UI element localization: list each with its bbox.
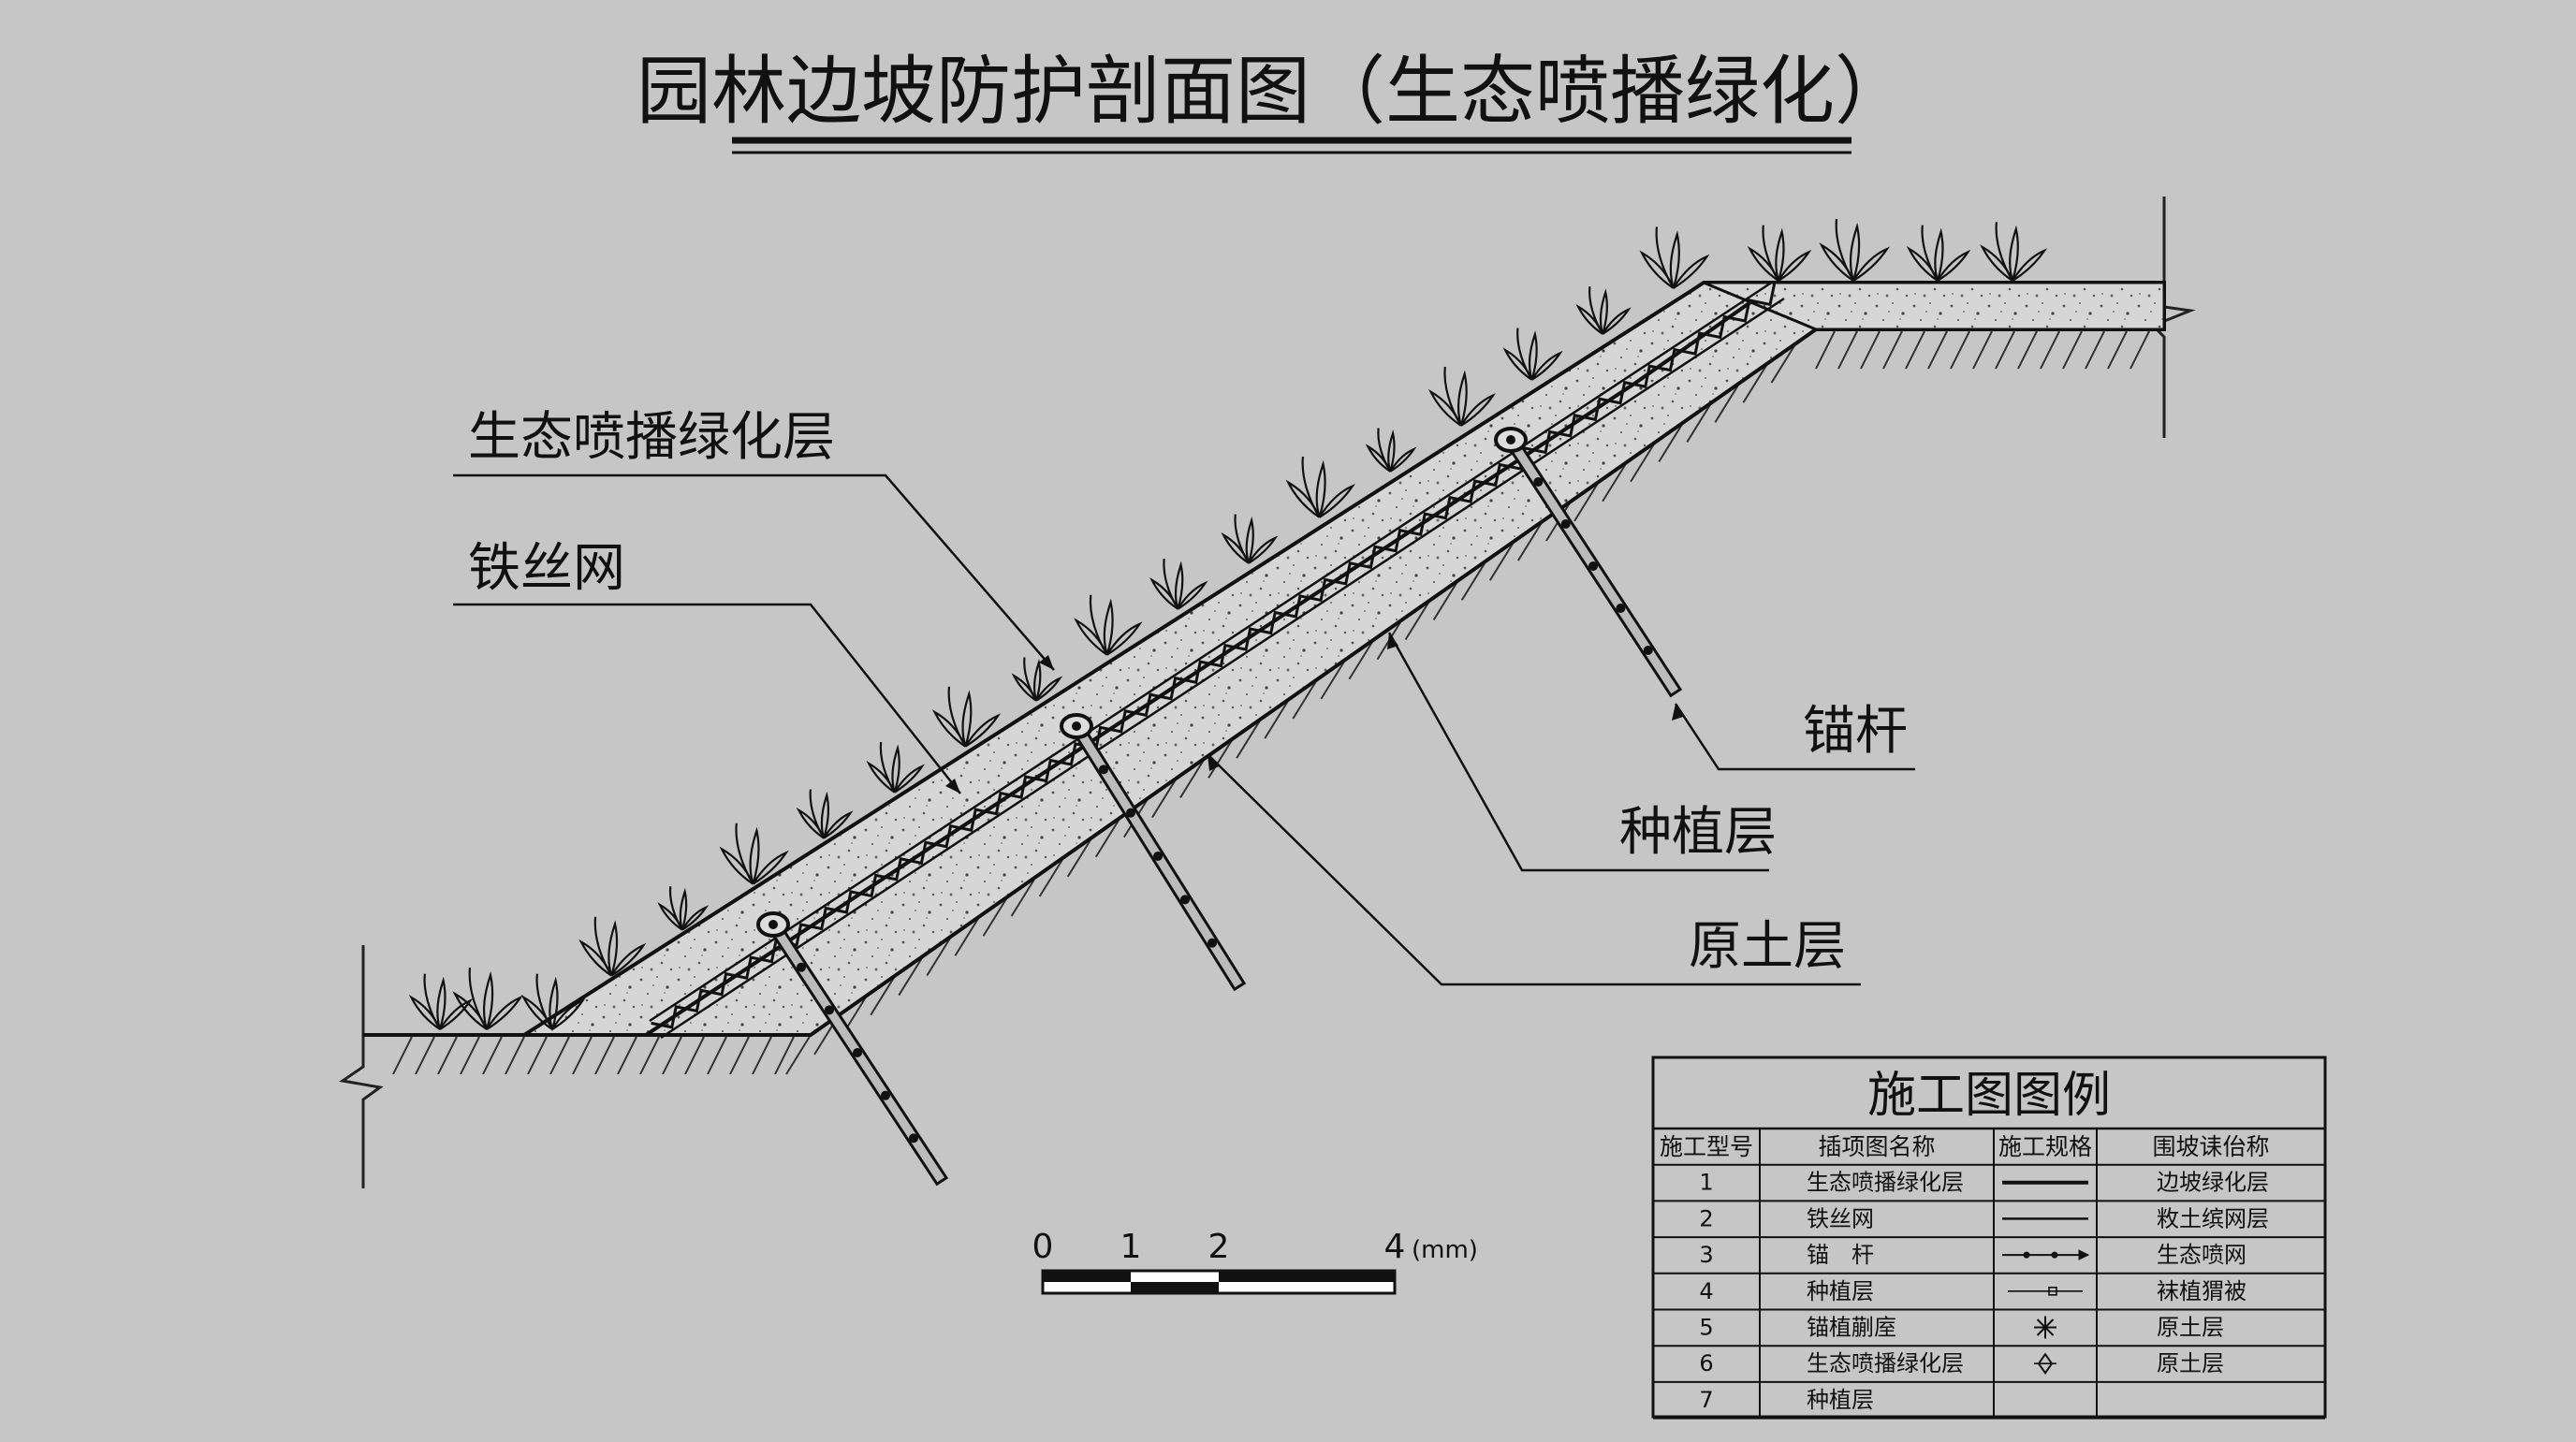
plant-tuft <box>452 967 523 1030</box>
label-wire-mesh: 铁丝网 <box>468 538 625 599</box>
legend-row-desc: 生态喷网 <box>2157 1242 2247 1268</box>
legend-row-name: 生态喷播绿化层 <box>1807 1170 1964 1196</box>
plant-line-icon <box>2008 1287 2083 1296</box>
drawing-title: 园林边坡防护剖面图（生态喷播绿化） <box>637 48 1910 135</box>
plant-tuft <box>408 973 474 1030</box>
scale-tick-2: 2 <box>1208 1228 1230 1266</box>
legend-row-name: 生态喷播绿化层 <box>1807 1350 1964 1376</box>
left-break-line <box>339 945 384 1188</box>
plant-tuft <box>1149 558 1208 610</box>
anchor-rod <box>756 911 949 1187</box>
plant-tuft <box>866 741 926 794</box>
legend-row-number: 4 <box>1699 1278 1713 1304</box>
label-planting: 种植层 <box>1619 802 1777 863</box>
legend-row-desc: 原土层 <box>2157 1315 2224 1341</box>
leader-arrowheads <box>945 633 1683 794</box>
legend-header: 施工型号 <box>1660 1133 1753 1160</box>
plant-tuft <box>1639 226 1710 289</box>
legend-header: 围坡诔佁称 <box>2152 1133 2269 1160</box>
legend-row-desc: 边坡绿化层 <box>2157 1170 2269 1196</box>
plant-tuft <box>1074 594 1143 656</box>
plant-tuft <box>520 973 586 1030</box>
anchor-rod <box>1060 713 1247 992</box>
plant-tuft <box>1502 328 1563 381</box>
plant-tuft <box>1575 286 1632 335</box>
subsoil-hatch <box>392 330 2150 1075</box>
plant-tuft <box>1906 225 1971 282</box>
legend-table: 施工图图例 施工型号 插项图名称 施工规格 围坡诔佁称 1 生态喷播绿化层 边坡绿化层 2 铁丝… <box>1651 1056 2327 1420</box>
legend-row-desc: 袜植猬被 <box>2157 1278 2247 1304</box>
label-anchor: 锚杆 <box>1803 701 1908 762</box>
vegetation <box>408 218 2048 1030</box>
scale-tick-0: 0 <box>1032 1228 1054 1266</box>
scale-unit: (mm) <box>1412 1236 1478 1264</box>
crest-layer <box>1703 281 2166 331</box>
plant-tuft <box>1011 657 1063 702</box>
plant-tuft <box>1747 225 1812 282</box>
legend-row-name: 种植层 <box>1807 1387 1874 1413</box>
legend-row-desc: 敉土缤网层 <box>2157 1205 2269 1231</box>
eco-spray-layer <box>518 281 1785 1037</box>
legend-row-number: 3 <box>1699 1242 1713 1268</box>
legend-row-name: 铁丝网 <box>1807 1205 1874 1231</box>
anchor-rod <box>1494 427 1683 698</box>
anchor-arrow-icon <box>2002 1249 2090 1260</box>
scale-tick-4: 4 <box>1384 1228 1406 1266</box>
legend-title: 施工图图例 <box>1867 1068 2111 1124</box>
legend-header: 插项图名称 <box>1818 1133 1935 1160</box>
plant-tuft <box>1819 218 1890 282</box>
wire-mesh <box>649 280 1785 1040</box>
legend-row-number: 7 <box>1699 1387 1713 1413</box>
asterisk-icon <box>2034 1316 2056 1339</box>
leader-lines <box>453 473 1915 986</box>
legend-row-name: 种植层 <box>1807 1278 1874 1304</box>
anchor-rods <box>756 427 1683 1187</box>
scale-tick-1: 1 <box>1120 1228 1142 1266</box>
legend-row-number: 2 <box>1699 1205 1713 1231</box>
plant-tuft <box>796 789 854 839</box>
plant-tuft <box>1285 456 1355 518</box>
plant-tuft <box>1365 428 1417 473</box>
legend-row-number: 5 <box>1699 1315 1713 1341</box>
legend-row-desc: 原土层 <box>2157 1350 2224 1376</box>
plant-tuft <box>1221 514 1279 564</box>
legend-header: 施工规格 <box>1998 1133 2092 1160</box>
plant-tuft <box>1980 222 2048 282</box>
plant-tuft <box>578 916 647 977</box>
plant-tuft <box>657 886 710 931</box>
legend-row-name: 锚植蒯庢 <box>1807 1315 1896 1341</box>
plant-tuft <box>719 823 789 885</box>
cross-diamond-icon <box>2034 1352 2056 1375</box>
plant-tuft <box>931 686 1002 748</box>
scale-bar: 0 1 2 4 (mm) <box>1032 1228 1478 1295</box>
legend-row-number: 6 <box>1699 1350 1713 1376</box>
plant-tuft <box>1427 366 1497 427</box>
legend-row-number: 1 <box>1699 1170 1713 1196</box>
label-subsoil: 原土层 <box>1689 916 1846 977</box>
label-eco-layer: 生态喷播绿化层 <box>468 407 835 468</box>
legend-row-name: 锚 杆 <box>1807 1242 1874 1268</box>
